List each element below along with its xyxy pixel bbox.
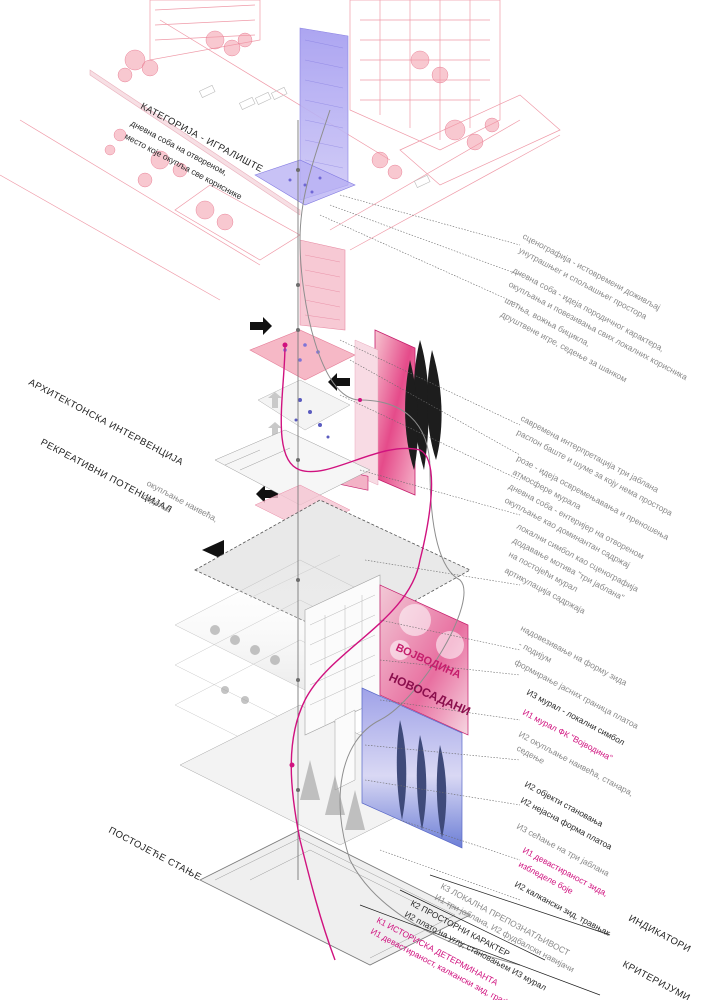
- level-existing: ПОСТОЈЕЋЕ СТАЊЕ: [107, 825, 204, 883]
- triangle-marker-icon: [202, 540, 224, 560]
- legend-criteria: КРИТЕРИЈУМИ: [621, 959, 692, 1000]
- arrow-left-icon: [328, 373, 350, 391]
- existing-state-layers: [174, 559, 471, 966]
- top-urban-block: [0, 0, 561, 301]
- legend-indicators: ИНДИКАТОРИ: [627, 913, 693, 955]
- right-annotation-list: сценографија - истовремени доживљајунутр…: [499, 231, 689, 938]
- arrow-left-icon: [256, 485, 278, 503]
- connecting-routes: [280, 109, 521, 966]
- leader-lines: [319, 194, 611, 996]
- legend: ИНДИКАТОРИ КРИТЕРИЈУМИ: [621, 913, 693, 1000]
- level-architectural: АРХИТЕКТОНСКА ИНТЕРВЕНЦИЈА: [27, 377, 186, 468]
- arrow-right-icon: [250, 317, 272, 335]
